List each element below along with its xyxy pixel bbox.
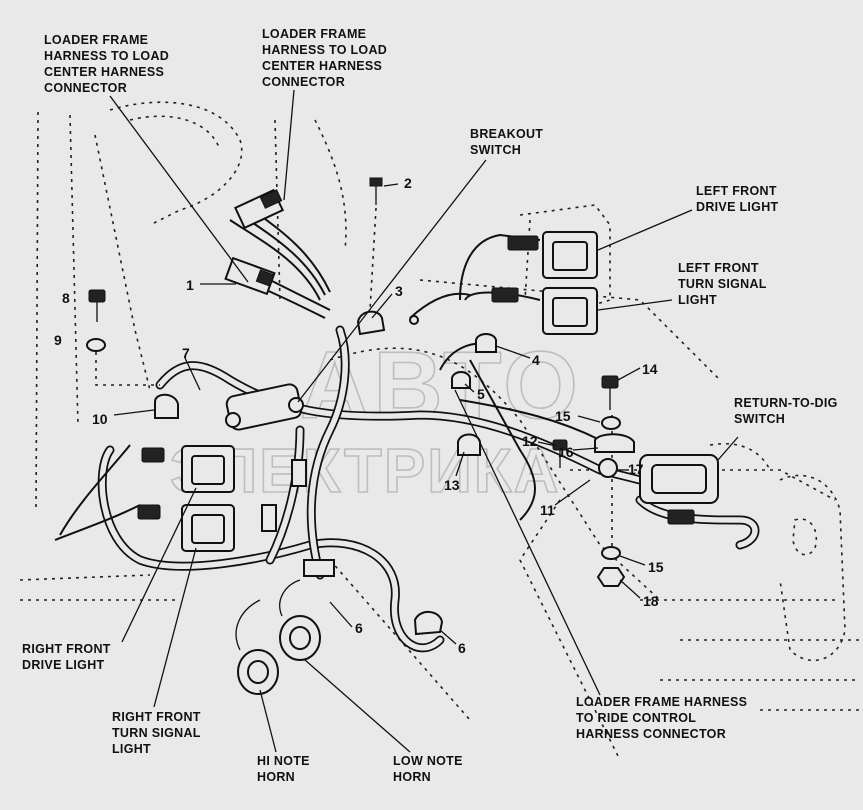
label-loader-frame-harness-2: LOADER FRAME HARNESS TO LOAD CENTER HARN… [262,27,391,89]
callout-9: 9 [54,332,62,348]
label-right-front-turn-signal-light: RIGHT FRONT TURN SIGNAL LIGHT [112,710,205,756]
nut-18 [596,567,626,587]
callout-16: 16 [558,444,574,460]
clamp-13 [457,433,481,456]
label-hi-note-horn: HI NOTE HORN [257,754,314,784]
label-ride-control-connector: LOADER FRAME HARNESS TO RIDE CONTROL HAR… [576,695,751,741]
wire-terminal [409,315,419,325]
label-left-front-turn-signal-light: LEFT FRONT TURN SIGNAL LIGHT [678,261,770,307]
left-front-drive-light [507,231,598,279]
callout-7: 7 [182,345,190,361]
breakout-switch [225,383,304,431]
right-front-turn-signal-light [137,504,235,552]
clamp-4 [475,333,497,353]
right-front-drive-light [141,445,235,493]
callout-15a: 15 [555,408,571,424]
inline-connector-b [261,504,277,532]
left-front-turn-signal-light [491,287,598,335]
callout-12: 12 [522,433,538,449]
clip-6 [413,611,444,636]
bolt-8 [88,289,106,322]
callout-6b: 6 [458,640,466,656]
callout-8: 8 [62,290,70,306]
callout-17: 17 [628,461,644,477]
label-return-to-dig-switch: RETURN-TO-DIG SWITCH [734,396,841,426]
label-low-note-horn: LOW NOTE HORN [393,754,467,784]
clamp-16 [594,433,635,453]
connector-1 [224,256,276,296]
hi-note-horn [235,599,279,695]
label-loader-frame-harness-1: LOADER FRAME HARNESS TO LOAD CENTER HARN… [44,33,173,95]
washer-9 [86,338,106,352]
callout-6a: 6 [355,620,363,636]
return-to-dig-switch [639,454,719,525]
low-note-horn [279,579,321,661]
label-left-front-drive-light: LEFT FRONT DRIVE LIGHT [696,184,781,214]
washer-15-bottom [601,546,621,560]
wire-harness [54,207,760,653]
leader-lines [109,89,739,753]
callout-1: 1 [186,277,194,293]
callout-4: 4 [532,352,540,368]
callout-3: 3 [395,283,403,299]
label-right-front-drive-light: RIGHT FRONT DRIVE LIGHT [22,642,115,672]
callout-5: 5 [477,386,485,402]
component-labels: LOADER FRAME HARNESS TO LOAD CENTER HARN… [22,27,841,784]
callout-18: 18 [643,593,659,609]
loader-frame-outline [19,101,860,761]
callout-14: 14 [642,361,658,377]
callout-13: 13 [444,477,460,493]
clamp-3 [356,310,386,336]
bolt-2 [369,177,383,311]
clamp-17 [598,458,618,478]
callout-2: 2 [404,175,412,191]
label-breakout-switch: BREAKOUT SWITCH [470,127,547,157]
clamp-10 [154,393,179,419]
callout-15b: 15 [648,559,664,575]
upper-connector [233,188,285,230]
callout-numbers: 1 2 3 4 5 6 6 7 8 9 10 11 12 13 14 15 15… [54,175,664,656]
ride-control-connector [303,559,335,577]
callout-11: 11 [540,502,555,518]
washer-15-top [601,416,621,430]
callout-10: 10 [92,411,108,427]
inline-connector-a [291,459,307,487]
